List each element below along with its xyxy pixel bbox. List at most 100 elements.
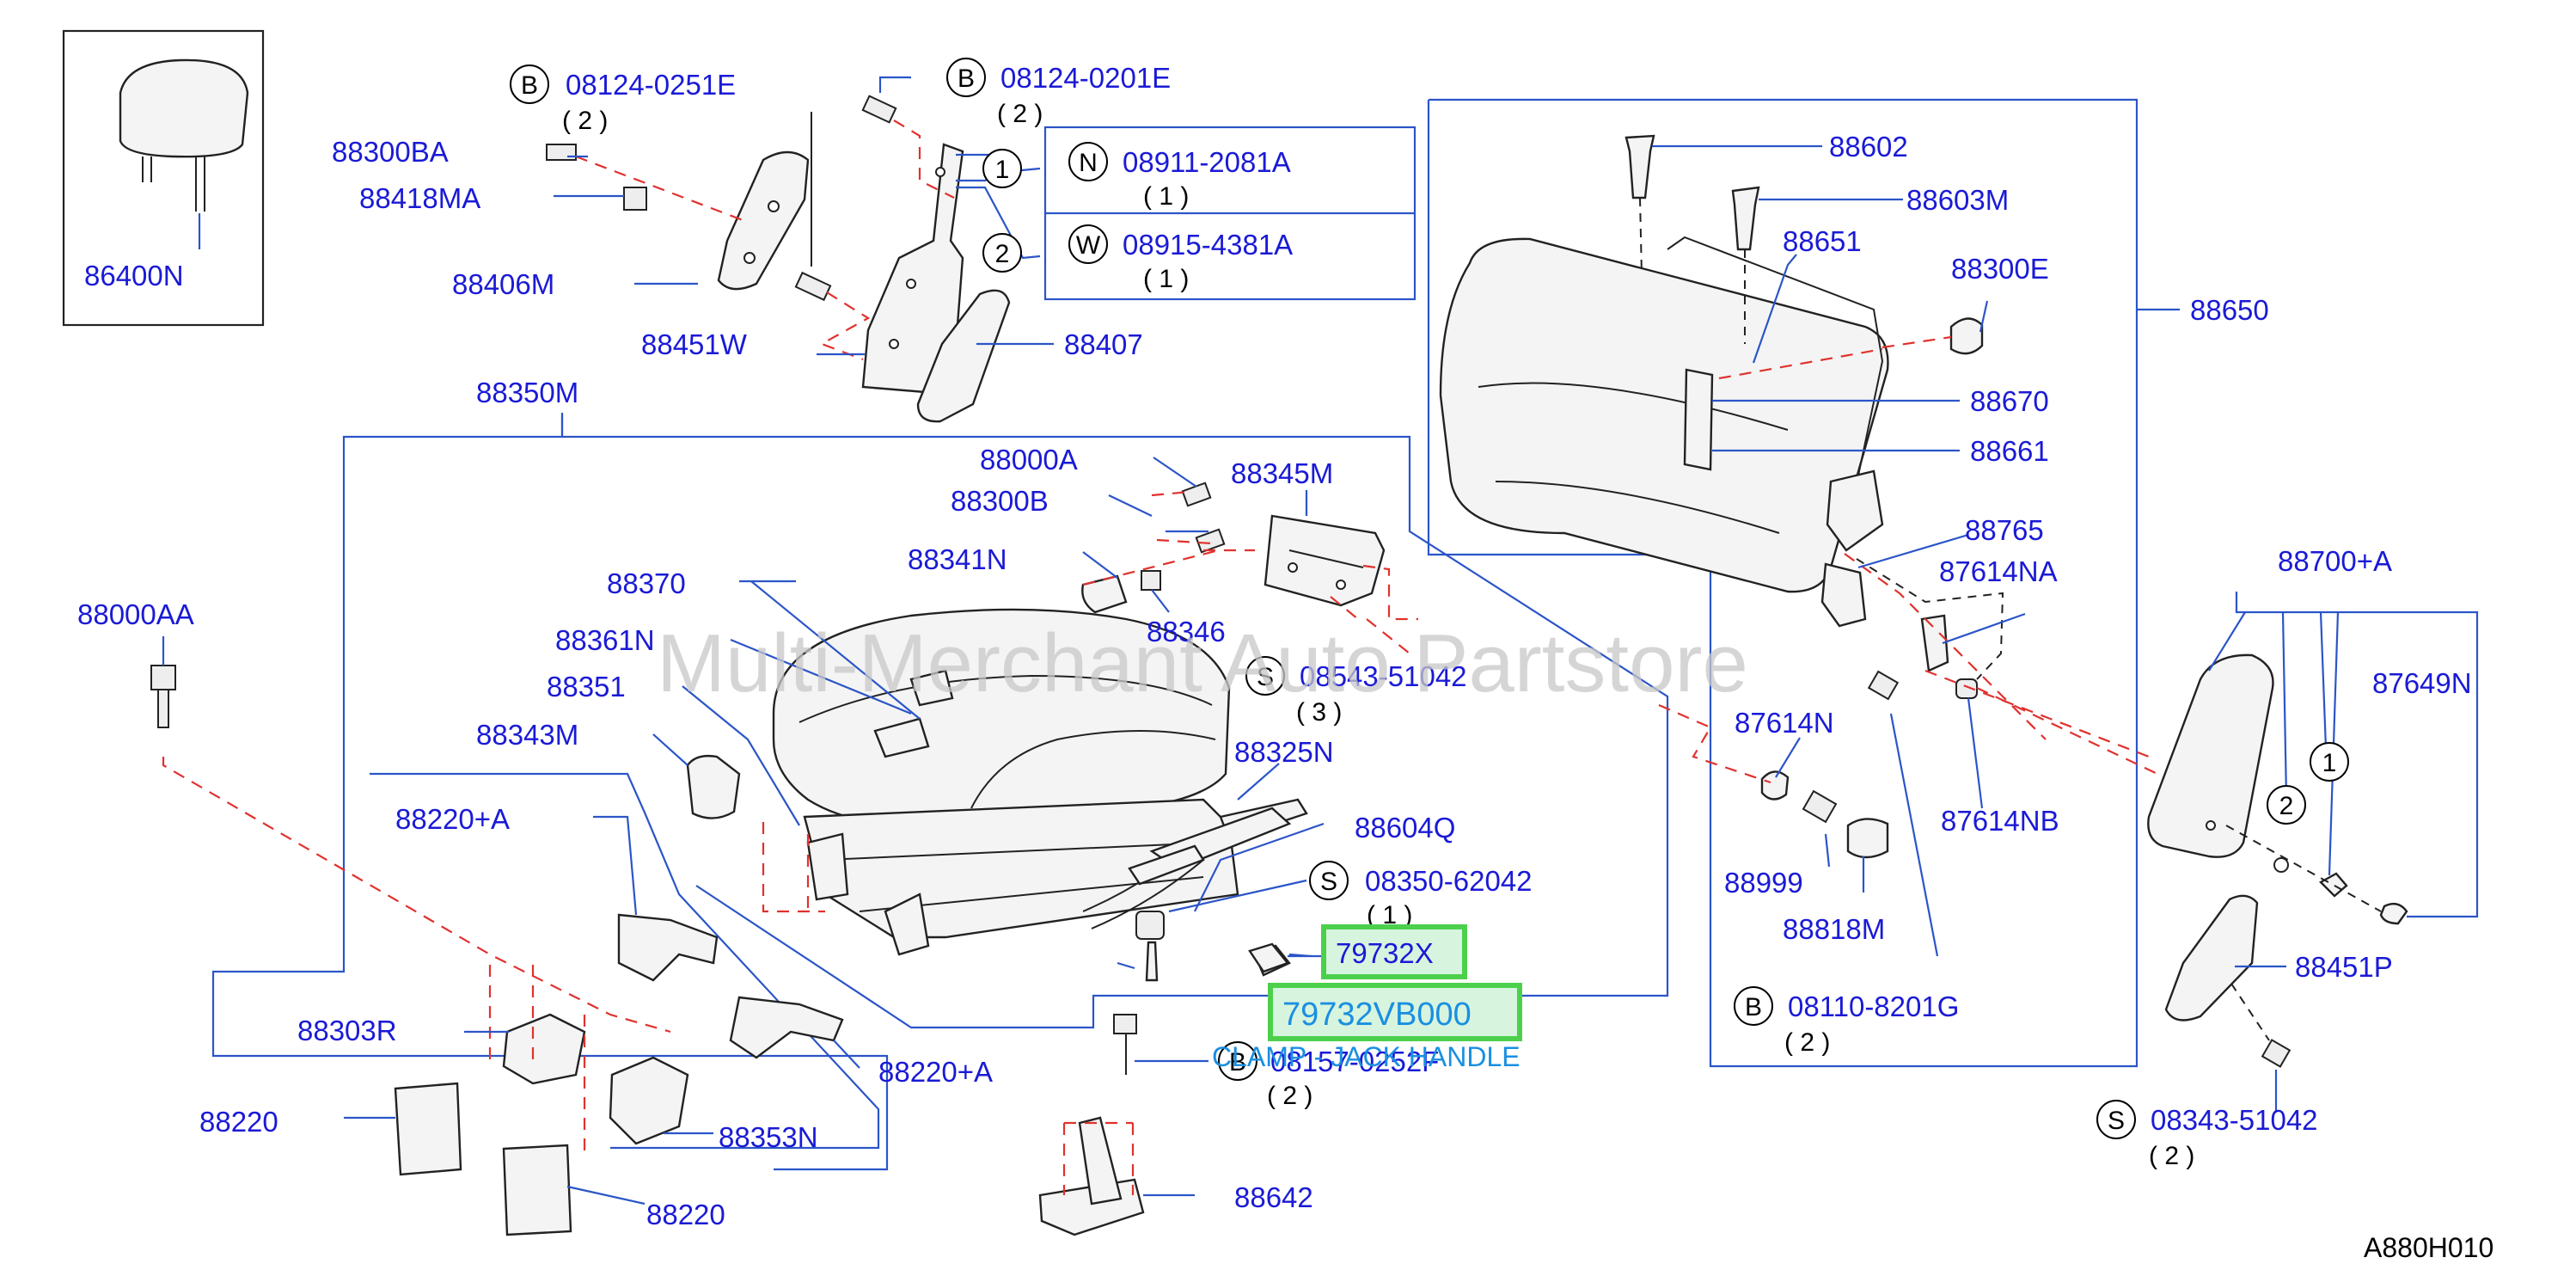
label-87649N: 87649N bbox=[2372, 667, 2472, 699]
label-87614NB: 87614NB bbox=[1941, 805, 2059, 837]
svg-text:79732VB000: 79732VB000 bbox=[1282, 997, 1472, 1033]
label-87614NA: 87614NA bbox=[1939, 555, 2058, 587]
label-88346: 88346 bbox=[1147, 616, 1226, 647]
callout-1: 1 bbox=[2310, 742, 2349, 782]
part-description: CLAMP - JACK HANDLE bbox=[1212, 1041, 1521, 1072]
svg-text:08343-51042: 08343-51042 bbox=[2151, 1104, 2318, 1136]
label-88353N: 88353N bbox=[719, 1121, 818, 1153]
fastener-08157-0252F: B 08157-0252F ( 2 ) bbox=[1218, 1041, 1439, 1110]
svg-text:2: 2 bbox=[995, 240, 1010, 268]
label-88700A: 88700+A bbox=[2278, 545, 2392, 577]
label-87614N: 87614N bbox=[1735, 707, 1834, 739]
svg-text:S: S bbox=[1257, 663, 1274, 691]
label-88325N: 88325N bbox=[1234, 736, 1334, 768]
label-88642: 88642 bbox=[1234, 1181, 1313, 1213]
headrest-inset-box bbox=[62, 29, 265, 327]
label-88999: 88999 bbox=[1724, 867, 1803, 899]
svg-text:79732X: 79732X bbox=[1336, 937, 1434, 969]
label-88370: 88370 bbox=[607, 567, 686, 599]
highlight-79732VB000[interactable]: 79732VB000 bbox=[1268, 983, 1522, 1041]
fastener-08911-2081A: 1 N 08911-2081A ( 1 ) bbox=[982, 142, 1291, 211]
label-88670: 88670 bbox=[1970, 385, 2049, 417]
svg-text:( 2 ): ( 2 ) bbox=[1784, 1028, 1830, 1057]
bolt-88000AA-drawing bbox=[150, 636, 176, 728]
label-88220A-1: 88220+A bbox=[395, 803, 510, 835]
fastener-08543-51042: S 08543-51042 ( 3 ) bbox=[1245, 656, 1467, 727]
svg-text:08915-4381A: 08915-4381A bbox=[1123, 229, 1293, 261]
label-88650: 88650 bbox=[2190, 294, 2269, 326]
svg-text:( 1 ): ( 1 ) bbox=[1143, 265, 1189, 293]
label-88220A-2: 88220+A bbox=[878, 1056, 993, 1088]
svg-text:2: 2 bbox=[2279, 792, 2294, 820]
svg-text:( 2 ): ( 2 ) bbox=[997, 100, 1043, 128]
label-88220-2: 88220 bbox=[646, 1199, 725, 1230]
svg-text:08124-0201E: 08124-0201E bbox=[1000, 62, 1171, 94]
svg-text:B: B bbox=[958, 64, 975, 93]
label-88350M: 88350M bbox=[476, 377, 578, 408]
label-88300BA: 88300BA bbox=[332, 136, 449, 168]
svg-text:W: W bbox=[1076, 231, 1101, 260]
cushion-assy-frame bbox=[211, 415, 889, 1171]
svg-text:08350-62042: 08350-62042 bbox=[1365, 865, 1533, 897]
svg-text:( 2 ): ( 2 ) bbox=[1267, 1082, 1312, 1110]
svg-text:B: B bbox=[1745, 993, 1762, 1021]
svg-text:B: B bbox=[521, 71, 538, 100]
seatback-assy-frame bbox=[1427, 98, 2139, 1068]
seat-cushion-drawing bbox=[394, 482, 1386, 1236]
diagram-code: A880H010 bbox=[2364, 1232, 2493, 1263]
seatback-drawing bbox=[1439, 134, 2408, 1068]
label-88602: 88602 bbox=[1829, 131, 1908, 163]
fastener-08343-51042: S 08343-51042 ( 2 ) bbox=[2096, 1100, 2318, 1170]
fastener-08124-0251E: B 08124-0251E ( 2 ) bbox=[510, 64, 736, 135]
label-88451W: 88451W bbox=[641, 328, 748, 360]
svg-text:08911-2081A: 08911-2081A bbox=[1123, 146, 1291, 178]
svg-text:1: 1 bbox=[2322, 749, 2337, 777]
fastener-08350-62042: S 08350-62042 ( 1 ) bbox=[1309, 861, 1533, 929]
svg-text:08543-51042: 08543-51042 bbox=[1300, 660, 1467, 692]
frame-inner bbox=[370, 772, 880, 1150]
label-88603M: 88603M bbox=[1906, 184, 2009, 216]
label-88300E: 88300E bbox=[1951, 253, 2049, 285]
fastener-08124-0201E: B 08124-0201E ( 2 ) bbox=[946, 58, 1171, 128]
svg-text:( 1 ): ( 1 ) bbox=[1143, 182, 1189, 211]
label-88451P: 88451P bbox=[2295, 951, 2393, 983]
svg-text:( 3 ): ( 3 ) bbox=[1296, 698, 1342, 727]
label-88406M: 88406M bbox=[452, 268, 554, 300]
svg-text:( 2 ): ( 2 ) bbox=[2149, 1142, 2194, 1170]
label-88361N: 88361N bbox=[555, 624, 655, 656]
svg-text:S: S bbox=[1320, 868, 1337, 896]
label-88651: 88651 bbox=[1783, 225, 1862, 257]
label-88661: 88661 bbox=[1970, 435, 2049, 467]
label-88345M: 88345M bbox=[1231, 457, 1333, 489]
svg-text:08124-0251E: 08124-0251E bbox=[566, 69, 736, 101]
svg-text:( 2 ): ( 2 ) bbox=[562, 107, 608, 135]
svg-text:08110-8201G: 08110-8201G bbox=[1788, 991, 1959, 1022]
fastener-08110-8201G: B 08110-8201G ( 2 ) bbox=[1734, 986, 1959, 1057]
label-88000AA: 88000AA bbox=[77, 598, 194, 630]
svg-text:1: 1 bbox=[995, 156, 1010, 184]
svg-text:N: N bbox=[1079, 149, 1098, 177]
label-88407: 88407 bbox=[1064, 328, 1143, 360]
label-88818M: 88818M bbox=[1783, 913, 1885, 945]
headrest-drawing bbox=[119, 58, 249, 249]
watermark: Multi-Merchant Auto Partstore bbox=[657, 617, 1748, 709]
hinge-cover-drawing bbox=[546, 95, 1011, 423]
clamp-jack-handle-drawing bbox=[1248, 942, 1290, 973]
svg-text:B: B bbox=[1229, 1048, 1246, 1077]
highlight-79732X[interactable]: 79732X bbox=[1321, 924, 1467, 979]
cushion-assy-frame-right bbox=[562, 435, 1669, 1029]
label-88604Q: 88604Q bbox=[1355, 812, 1455, 844]
svg-text:S: S bbox=[2108, 1107, 2125, 1135]
label-86400N: 86400N bbox=[84, 260, 184, 291]
label-88765: 88765 bbox=[1965, 514, 2044, 546]
label-88341N: 88341N bbox=[908, 543, 1007, 575]
label-88418MA: 88418MA bbox=[359, 182, 480, 214]
label-88343M: 88343M bbox=[476, 719, 578, 751]
label-88351: 88351 bbox=[547, 671, 626, 702]
label-88220-1: 88220 bbox=[199, 1106, 278, 1138]
callout-2: 2 bbox=[2267, 785, 2306, 825]
label-88303R: 88303R bbox=[297, 1015, 397, 1046]
fastener-08915-4381A: 2 W 08915-4381A ( 1 ) bbox=[982, 224, 1293, 293]
label-88300B: 88300B bbox=[951, 485, 1049, 517]
